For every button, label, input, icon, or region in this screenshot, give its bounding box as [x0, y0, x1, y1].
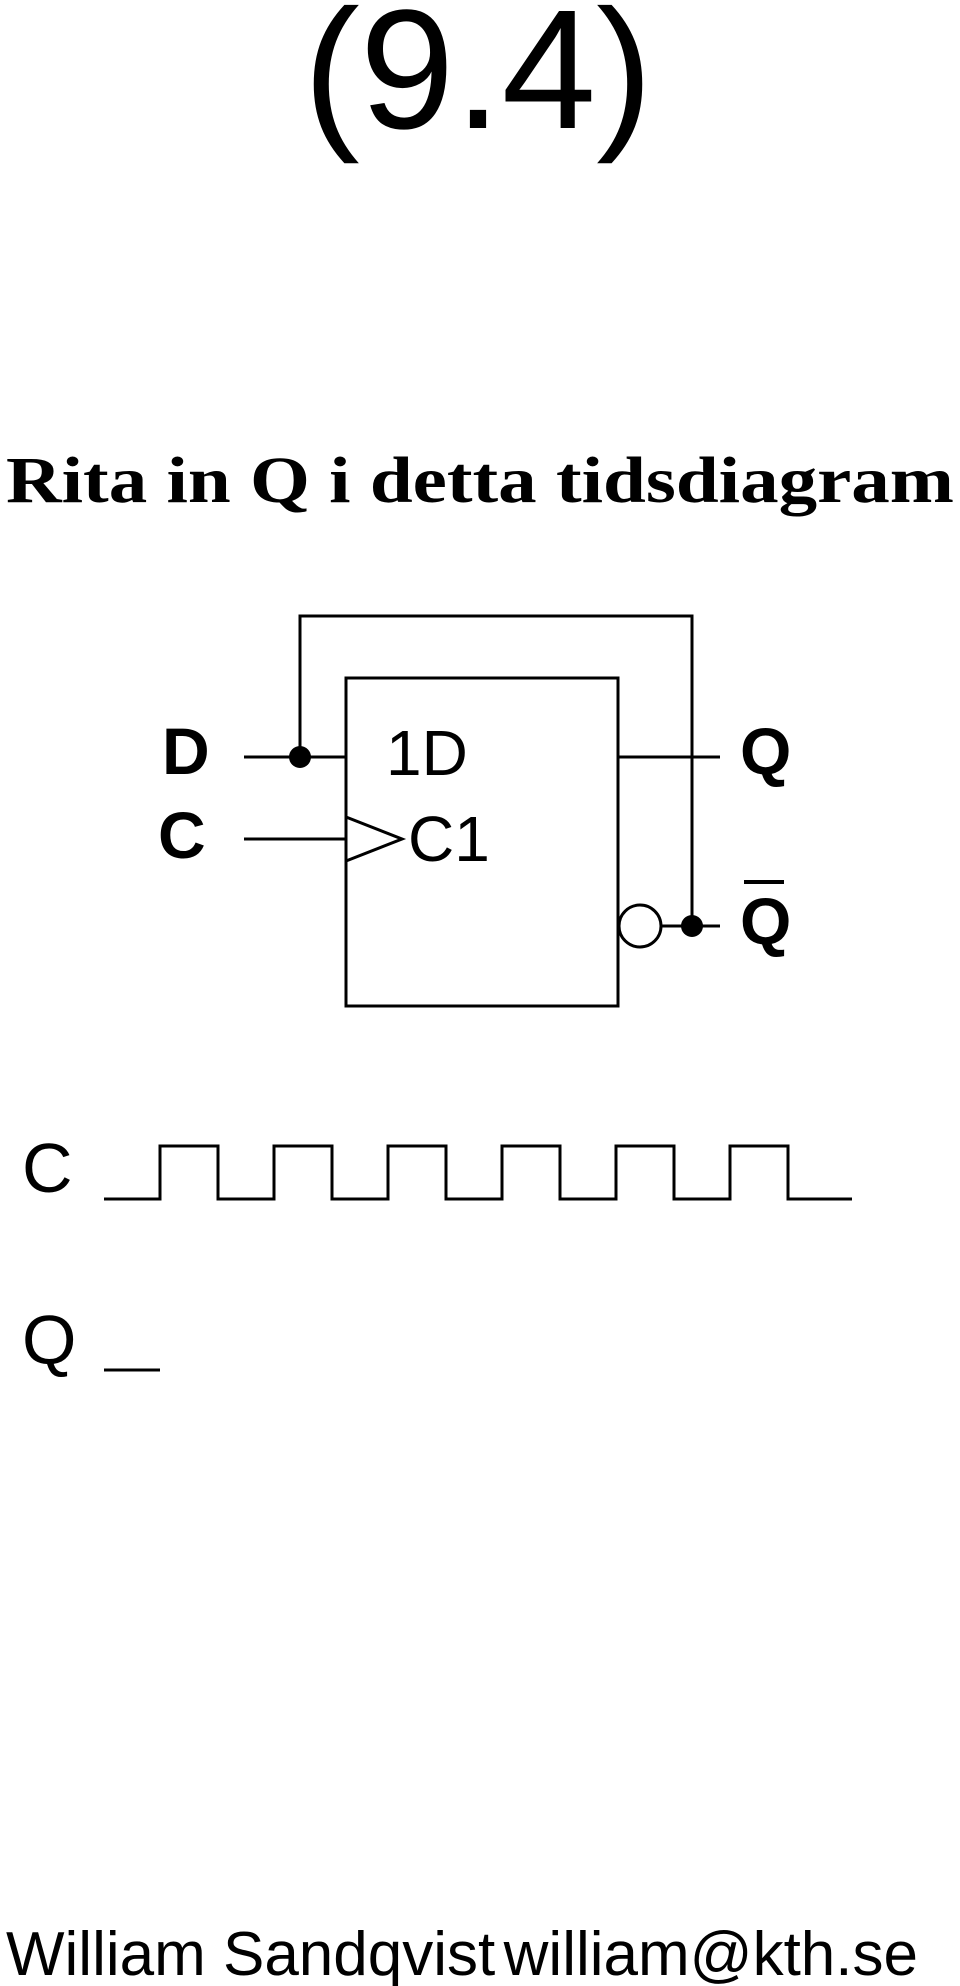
d-flip-flop: 1D C1 D C Q Q [158, 614, 791, 1008]
d-pin-label: 1D [386, 717, 468, 789]
q-bar-junction-dot [681, 915, 703, 937]
footer-email: william@kth.se [503, 1920, 918, 1986]
clock-waveform [104, 1144, 852, 1201]
exercise-number: (9.4) [303, 0, 653, 165]
instruction-text: Rita in Q i detta tidsdiagram [6, 444, 954, 517]
feedback-wire [298, 614, 694, 926]
flip-flop-box [344, 676, 620, 1008]
clock-pin-label: C1 [408, 803, 490, 875]
footer-author: William Sandqvist [6, 1920, 495, 1986]
q-signal-label: Q [740, 714, 791, 788]
clock-waveform-label: C [22, 1129, 73, 1207]
d-signal-label: D [162, 714, 210, 788]
clock-edge-triangle [345, 815, 407, 863]
d-junction-dot [289, 746, 311, 768]
c-signal-label: C [158, 798, 206, 872]
inversion-bubble [617, 903, 663, 949]
q-waveform-label: Q [22, 1301, 76, 1379]
timing-diagram: C Q [22, 1129, 852, 1379]
q-bar-signal-label: Q [740, 884, 791, 958]
